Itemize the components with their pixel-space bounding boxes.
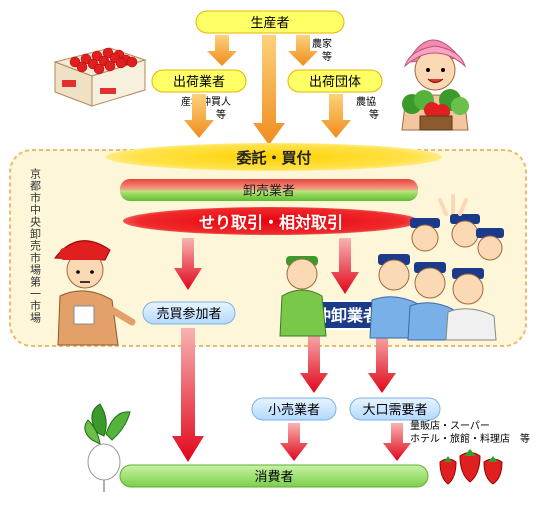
- market-worker-icon: [54, 240, 136, 346]
- arrow-producer-to-group: [288, 35, 318, 66]
- auction-label: せり取引・相対取引: [199, 213, 343, 232]
- consumer-label: 消費者: [254, 470, 293, 485]
- large-buyer-box: [349, 397, 441, 421]
- arrow-participant-to-consumer: [172, 328, 204, 462]
- shipper-label: 出荷業者: [173, 74, 225, 90]
- farmer-woman-icon: [401, 39, 469, 131]
- shipping-group-note-2: 等: [369, 108, 379, 121]
- large-buyer-label: 大口需要者: [362, 403, 427, 418]
- shipper-box: [151, 69, 247, 93]
- wholesaler-label: 卸売業者: [243, 183, 295, 199]
- arrow-shipper-to-consign: [184, 94, 214, 138]
- arrow-auction-to-participant: [174, 238, 202, 290]
- large-buyer-note-1: 量販店・スーパー: [410, 419, 490, 432]
- shipper-note-2: 等: [216, 108, 226, 121]
- intermediate-label: 仲卸業者: [315, 306, 379, 325]
- producer-note-1: 農家: [312, 37, 332, 50]
- intermediate-crowd-icon: [279, 194, 504, 341]
- arrow-producer-to-shipper: [207, 35, 237, 66]
- consignment-label: 委託・買付: [236, 149, 311, 167]
- consignment-band: [106, 143, 442, 171]
- arrow-retailer-to-consumer: [280, 423, 308, 461]
- producer-box: [195, 10, 345, 34]
- strawberry-icon: [439, 449, 503, 485]
- producer-label: 生産者: [250, 15, 289, 31]
- retailer-box: [251, 397, 337, 421]
- shipping-group-box: [287, 69, 383, 93]
- arrow-producer-to-consign: [253, 35, 285, 145]
- apple-crate-icon: [53, 47, 147, 107]
- radish-icon: [84, 403, 131, 492]
- shipping-group-note-1: 農協: [356, 95, 376, 108]
- large-buyer-note-2: ホテル・旅館・料理店 等: [410, 432, 530, 445]
- arrow-auction-to-intermediate: [331, 238, 359, 294]
- retailer-label: 小売業者: [268, 402, 320, 418]
- wholesaler-bar: [120, 179, 418, 201]
- market-label: 京都市中央卸売市場第一市場: [29, 167, 42, 324]
- producer-note-2: 等: [322, 50, 332, 63]
- arrow-intermediate-to-large: [368, 331, 396, 393]
- auction-band: [123, 207, 419, 235]
- participant-box: [142, 301, 236, 325]
- arrow-intermediate-to-retailer: [300, 331, 328, 393]
- arrow-large-to-consumer: [383, 423, 411, 461]
- arrow-group-to-consign: [321, 94, 351, 138]
- shipping-group-label: 出荷団体: [309, 75, 361, 90]
- consumer-bar: [119, 464, 429, 488]
- participant-label: 売買参加者: [156, 306, 221, 322]
